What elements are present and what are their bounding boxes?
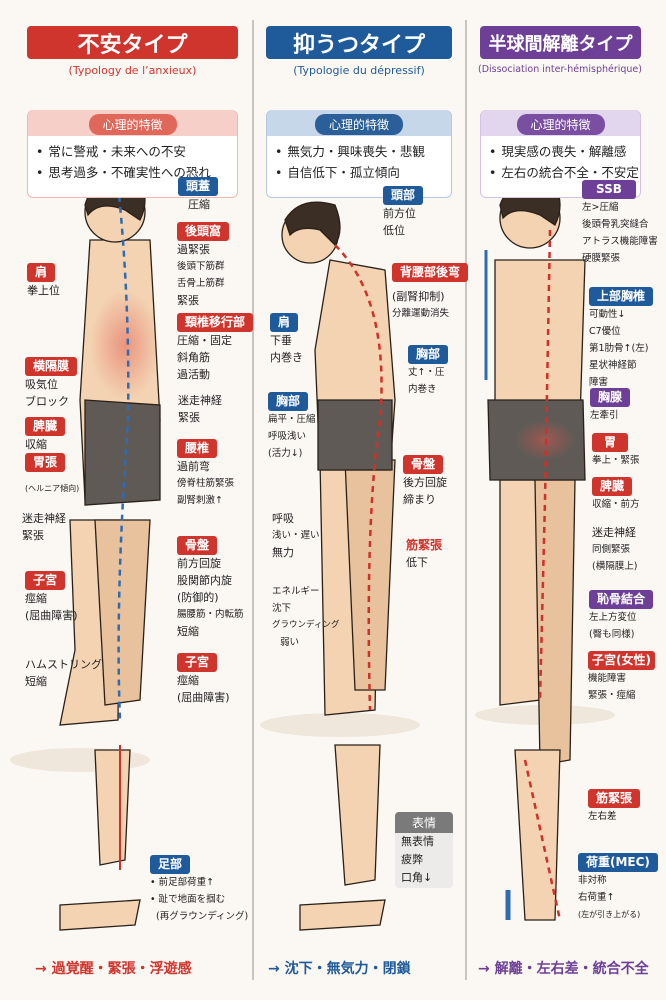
- label-thymus: 胸腺左牽引: [590, 388, 631, 424]
- label-spleen: 脾臓収縮: [25, 417, 66, 453]
- label-spleen-dis: 脾臓収縮・前方: [592, 477, 640, 510]
- anxiety-summary: → 過覚醒・緊張・浮遊感: [35, 961, 192, 977]
- label-vagus-dis: 迷走神経同側緊張(横隔膜上): [592, 526, 638, 572]
- label-uterus-dis: 子宮(女性)機能障害緊張・痙縮: [588, 651, 655, 704]
- label-load: 荷重(MEC)非対称右荷重↑(左が引き上がる): [578, 853, 658, 923]
- label-chest-right: 胸部丈↑・圧内巻き: [408, 345, 449, 398]
- label-pubic: 恥骨結合左上方変位(臀も同様): [589, 590, 654, 643]
- label-stomach: 胃張(ヘルニア傾向): [25, 453, 80, 493]
- depression-subtitle: (Typologie du dépressif): [293, 64, 425, 77]
- label-skull: 頭蓋圧縮: [178, 177, 219, 213]
- label-pelvis-dep: 骨盤後方回旋締まり: [403, 455, 447, 506]
- label-shoulder-dep: 肩下垂内巻き: [270, 313, 303, 364]
- label-uterus-left: 子宮痙縮(屈曲障害): [25, 571, 78, 622]
- label-pelvis: 骨盤前方回旋股関節内旋(防御的)腸腰筋・内転筋短縮: [177, 536, 244, 638]
- psych-item: 常に警戒・未来への不安: [36, 141, 211, 162]
- anxiety-subtitle: (Typology de l’anxieux): [68, 64, 197, 77]
- depression-figure: [260, 201, 420, 931]
- dissociation-title: 半球間解離タイプ: [480, 26, 641, 59]
- label-vagus-right: 迷走神経緊張: [178, 394, 222, 424]
- label-uterus-right: 子宮痙縮(屈曲障害): [177, 653, 230, 704]
- label-foot: 足部• 前足部荷重↑• 趾で地面を掴む(再グラウンディング): [150, 855, 249, 922]
- dissociation-subtitle: (Dissociation inter-hémisphérique): [478, 64, 642, 75]
- psych-item: 左右の統合不全・不安定: [489, 162, 639, 183]
- label-lumbar: 腰椎過前弯傍脊柱筋緊張副腎刺激↑: [177, 439, 235, 506]
- spine-line: [116, 184, 130, 721]
- label-stomach-dis: 胃拳上・緊張: [592, 433, 640, 466]
- depression-summary: → 沈下・無気力・閉鎖: [268, 961, 411, 977]
- dissociation-psych-box: 心理的特徴 現実感の喪失・解離感左右の統合不全・不安定: [480, 110, 641, 198]
- depression-psych-box: 心理的特徴 無気力・興味喪失・悲観自信低下・孤立傾向: [266, 110, 452, 198]
- dissociation-summary: → 解離・左右差・統合不全: [478, 961, 649, 977]
- psych-header: 心理的特徴: [88, 114, 177, 135]
- psych-header: 心理的特徴: [516, 114, 605, 135]
- psych-item: 無気力・興味喪失・悲観: [275, 141, 425, 162]
- label-head: 頭部前方位低位: [383, 186, 424, 239]
- label-shoulder: 肩拳上位: [27, 263, 60, 297]
- psych-item: 現実感の喪失・解離感: [489, 141, 639, 162]
- label-vagus-left: 迷走神経緊張: [22, 512, 66, 542]
- psych-header: 心理的特徴: [314, 114, 404, 135]
- label-thoracic: 上部胸椎可動性↓C7優位第1肋骨↑(左)星状神経節障害: [589, 287, 654, 391]
- depression-title: 抑うつタイプ: [266, 26, 452, 59]
- label-muscle-dis: 筋緊張左右差: [588, 789, 641, 825]
- psych-item: 自信低下・孤立傾向: [275, 162, 425, 183]
- label-back: 背腰部後弯(副腎抑制)分離運動消失: [392, 263, 469, 322]
- label-chest-left: 胸部扁平・圧縮呼吸浅い(活力↓): [268, 392, 316, 459]
- anxiety-figure: [10, 177, 161, 931]
- label-cervical: 頸椎移行部圧縮・固定斜角筋過活動: [177, 313, 254, 383]
- column-divider: [252, 20, 254, 980]
- expression-box: 表情無表情疲弊口角↓: [395, 812, 453, 888]
- label-breath: 呼吸浅い・遅い無力: [272, 512, 320, 559]
- column-divider: [465, 20, 467, 980]
- label-muscle-dep: 筋緊張低下: [406, 538, 443, 569]
- label-diaphragm: 横隔膜吸気位ブロック: [25, 357, 78, 410]
- label-occipital: 後頭窩過緊張後頭下筋群舌骨上筋群緊張: [177, 222, 230, 309]
- anxiety-title: 不安タイプ: [27, 26, 238, 59]
- label-hamstring: ハムストリング短縮: [25, 658, 102, 688]
- psych-item: 思考過多・不確実性への恐れ: [36, 162, 211, 183]
- label-energy: エネルギー沈下グラウンディング弱い: [272, 586, 340, 648]
